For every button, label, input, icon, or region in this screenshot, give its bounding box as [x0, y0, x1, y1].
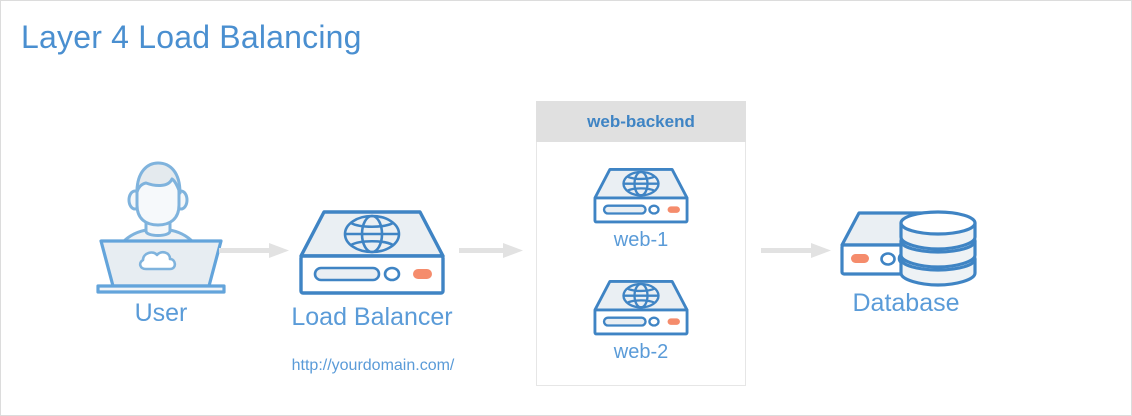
- backend-group-title: web-backend: [587, 111, 695, 131]
- node-label-load-balancer: Load Balancer: [291, 303, 453, 331]
- server-globe-icon: [593, 279, 689, 336]
- node-label-database: Database: [852, 289, 960, 317]
- node-web-1: web-1: [593, 167, 689, 251]
- node-database: Database: [831, 197, 977, 317]
- backend-group-box: [536, 101, 746, 386]
- server-globe-icon: [299, 210, 445, 295]
- arrow-user-to-load-balancer: [219, 241, 291, 261]
- backend-group-header: web-backend: [536, 101, 746, 142]
- server-globe-icon: [593, 167, 689, 224]
- load-balancer-url-caption: http://yourdomain.com/: [291, 357, 455, 374]
- node-web-2: web-2: [593, 279, 689, 363]
- page-title: Layer 4 Load Balancing: [21, 19, 362, 55]
- node-load-balancer: Load Balancer: [291, 209, 453, 331]
- arrow-backend-to-database: [761, 241, 833, 261]
- node-label-web-2: web-2: [613, 341, 669, 363]
- node-label-web-1: web-1: [613, 229, 669, 251]
- arrow-load-balancer-to-backend: [459, 241, 525, 261]
- node-user: User: [96, 159, 226, 327]
- cloud-icon: [138, 250, 177, 271]
- node-label-user: User: [134, 299, 188, 327]
- user-laptop-icon: [96, 161, 226, 294]
- database-disk-stack-icon: [840, 210, 977, 287]
